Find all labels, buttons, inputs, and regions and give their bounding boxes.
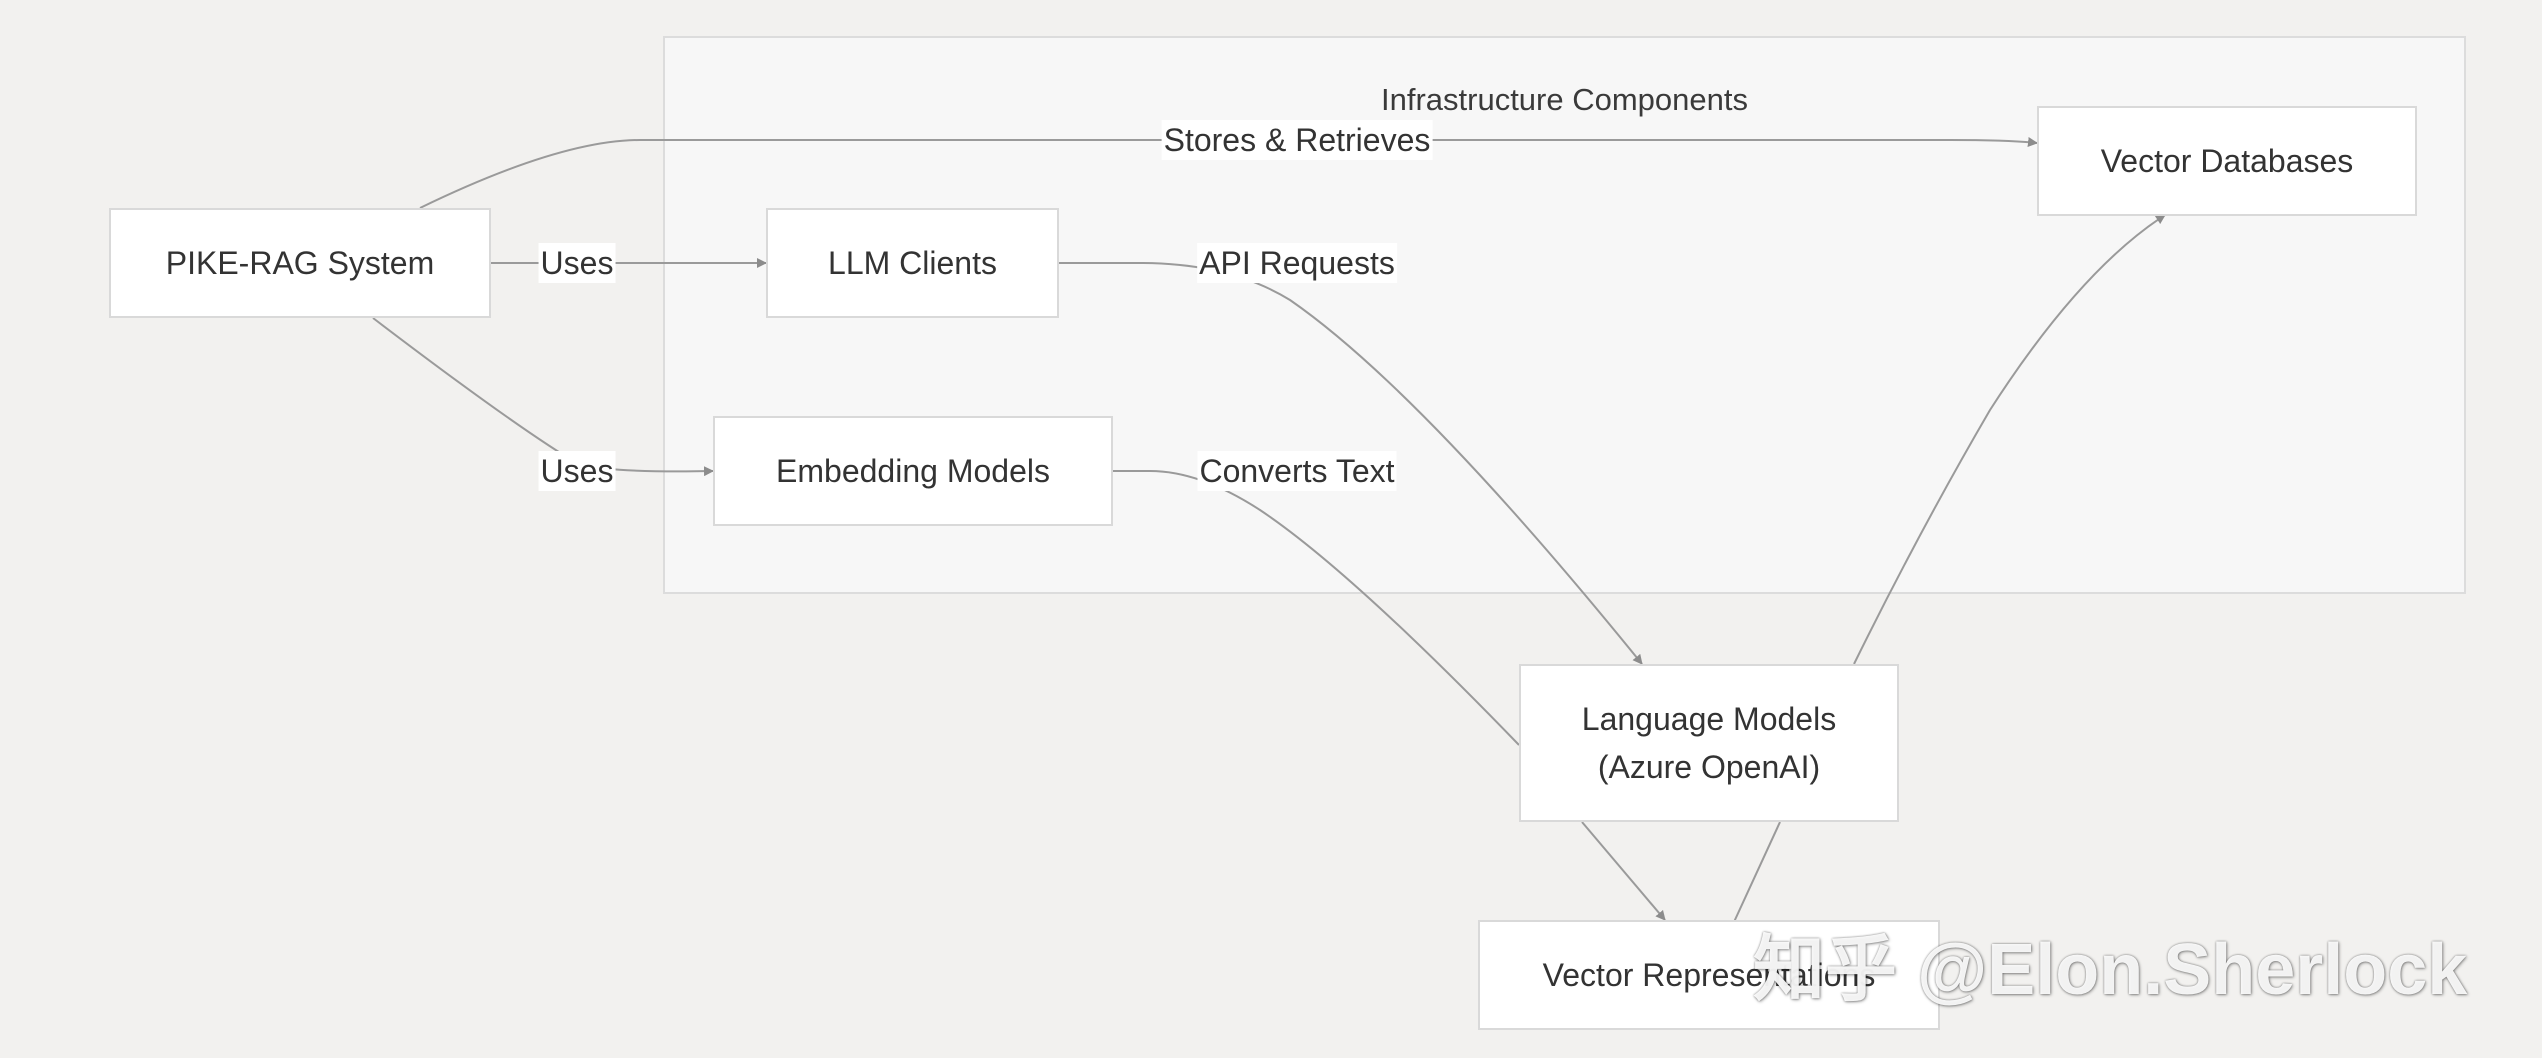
watermark: 知乎 @Elon.Sherlock xyxy=(1753,930,2468,1010)
group-title: Infrastructure Components xyxy=(1380,82,1748,117)
edge-converts-text xyxy=(1113,470,1520,746)
node-vector-representations[interactable]: Vector Representations xyxy=(1478,920,1940,1030)
node-label: PIKE-RAG System xyxy=(165,245,435,281)
node-label: Vector Representations xyxy=(1542,957,1876,993)
node-label: Embedding Models xyxy=(776,453,1050,489)
edge-lm-to-vr xyxy=(1581,821,1666,921)
node-pike-rag-system[interactable]: PIKE-RAG System xyxy=(109,208,491,318)
node-label-line1: Language Models xyxy=(1581,701,1837,737)
node-label: Vector Databases xyxy=(2100,143,2354,179)
edge-stores-retrieves xyxy=(419,137,2038,209)
edge-label-uses-llm: Uses xyxy=(538,243,616,283)
node-label-line2: (Azure OpenAI) xyxy=(1597,749,1821,785)
node-llm-clients[interactable]: LLM Clients xyxy=(766,208,1059,318)
edge-label-converts-text: Converts Text xyxy=(1197,451,1397,491)
edge-lm-to-vdb xyxy=(1853,214,2166,665)
node-embedding-models[interactable]: Embedding Models xyxy=(713,416,1113,526)
node-label: LLM Clients xyxy=(828,245,997,281)
edge-label-uses-embedding: Uses xyxy=(538,451,616,491)
edge-uses-embedding xyxy=(372,317,714,477)
edge-label-api-requests: API Requests xyxy=(1197,243,1397,283)
node-vector-databases[interactable]: Vector Databases xyxy=(2037,106,2417,216)
edge-vr-to-lm xyxy=(1733,821,1781,923)
edge-label-stores-retrieves: Stores & Retrieves xyxy=(1161,120,1433,160)
node-language-models[interactable]: Language Models (Azure OpenAI) xyxy=(1519,664,1899,822)
